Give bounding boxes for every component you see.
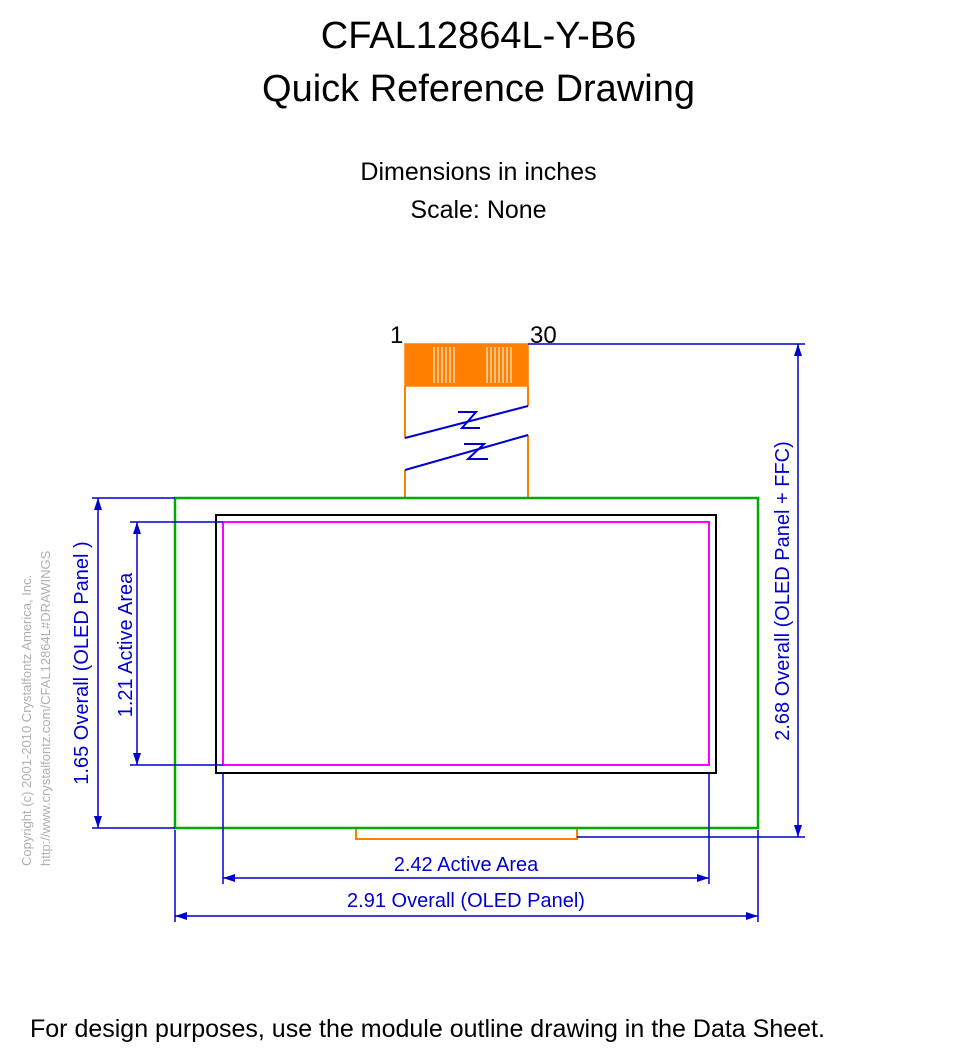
drawing-title: CFAL12864L-Y-B6 — [320, 15, 637, 57]
oled-panel-outline — [173, 496, 760, 830]
active-area-outline — [222, 521, 710, 766]
active-width-label: 2.42 Active Area — [394, 854, 539, 876]
scale-note: Scale: None — [410, 196, 547, 224]
ffc-contact-lines — [433, 347, 512, 383]
footer-note: For design purposes, use the module outl… — [30, 1015, 825, 1043]
ffc-contact-block — [404, 343, 529, 387]
dimension-lines — [92, 343, 805, 922]
copyright-line-2: http://www.crystalfontz.com/CFAL12864L#D… — [38, 550, 53, 866]
active-height-label: 1.21 Active Area — [115, 572, 137, 717]
pin-1-label: 1 — [390, 322, 403, 349]
display-outline — [215, 514, 717, 774]
drawing-subtitle: Quick Reference Drawing — [262, 68, 695, 110]
ffc-bottom-tab — [355, 828, 578, 840]
overall-width-label: 2.91 Overall (OLED Panel) — [347, 890, 585, 912]
copyright-line-1: Copyright (c) 2001-2010 Crystalfontz Ame… — [19, 575, 34, 866]
units-note: Dimensions in inches — [360, 158, 597, 186]
overall-height-label: 1.65 Overall (OLED Panel ) — [71, 541, 93, 784]
ffc-cable — [355, 343, 578, 840]
overall-height-ffc-label: 2.68 Overall (OLED Panel + FFC) — [772, 441, 794, 741]
dimension-arrowheads — [94, 344, 802, 920]
cable-break-symbol — [404, 405, 529, 471]
pin-30-label: 30 — [530, 322, 557, 349]
